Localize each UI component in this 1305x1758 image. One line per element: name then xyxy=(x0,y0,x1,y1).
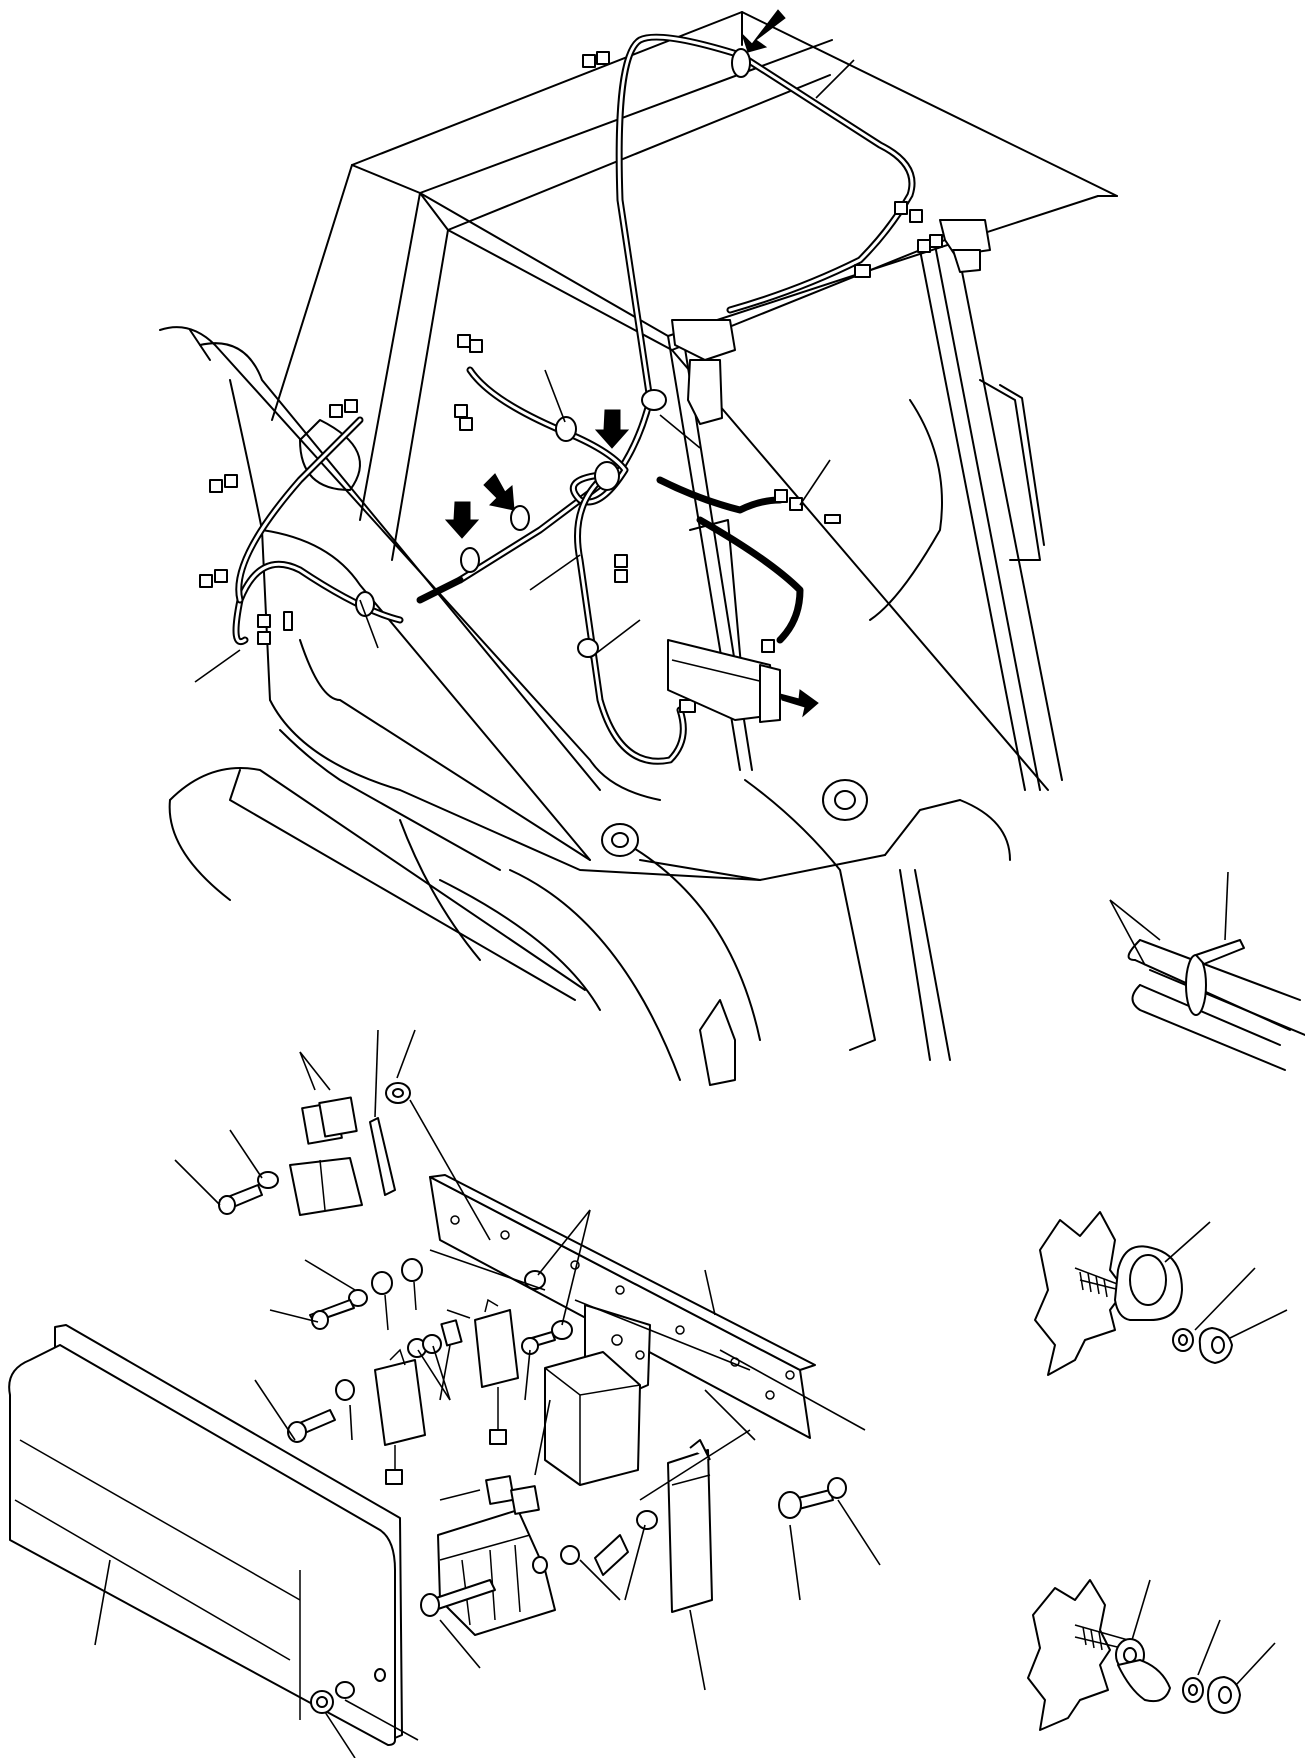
clamp-detail-lower xyxy=(1027,1579,1276,1731)
lower-leader-lines xyxy=(94,1029,881,1758)
harness-clamps xyxy=(355,48,751,658)
upper-leader-lines xyxy=(194,59,855,683)
control-unit xyxy=(667,639,781,723)
cable-tie-detail xyxy=(1109,871,1305,1071)
harness-connectors xyxy=(199,51,943,713)
assembly-arrows xyxy=(444,9,819,718)
relay-panel-exploded xyxy=(218,1082,866,1636)
work-lights xyxy=(671,219,991,425)
wiring-harness xyxy=(232,33,916,765)
clamp-detail-upper xyxy=(1034,1211,1288,1376)
loader-body xyxy=(159,326,1011,1086)
relay-cover xyxy=(8,1324,403,1746)
